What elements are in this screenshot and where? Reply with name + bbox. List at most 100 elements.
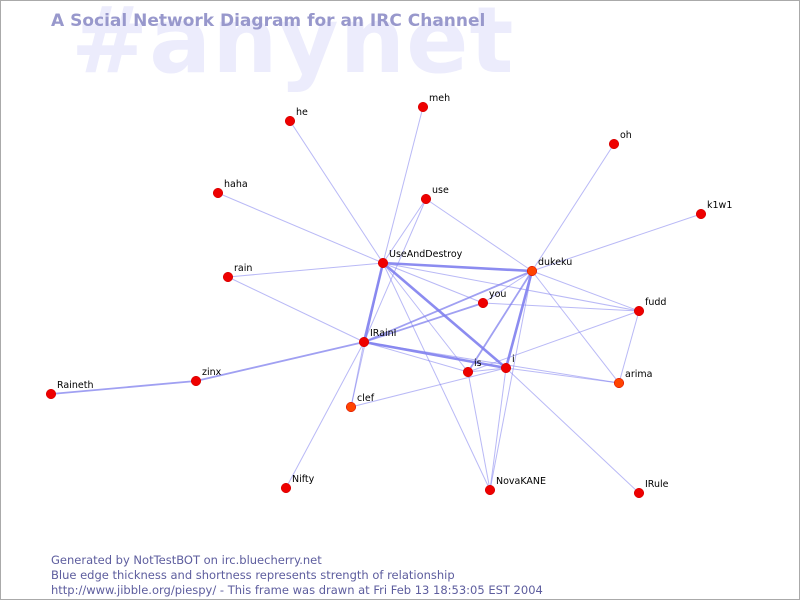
node-label: meh xyxy=(429,93,450,104)
edge-dukeku-you xyxy=(482,270,533,304)
edge-oh-dukeku xyxy=(531,143,615,272)
node-NovaKANE: NovaKANE xyxy=(484,476,546,496)
node-label: is xyxy=(474,358,482,369)
node-dot xyxy=(417,101,429,113)
edge-you-fudd xyxy=(482,302,640,312)
edge-layer xyxy=(50,106,702,494)
edge-UseAndDestroy-dukeku xyxy=(382,261,533,273)
node-label: oh xyxy=(620,130,632,141)
node-dot xyxy=(477,297,489,309)
edge-is-NovaKANE xyxy=(467,371,491,491)
edge-IRainI-zinx xyxy=(195,341,365,382)
node-clef: clef xyxy=(345,393,375,413)
node-dot xyxy=(462,366,474,378)
edge-i-is xyxy=(467,367,507,373)
node-label: k1w1 xyxy=(707,200,732,211)
edge-UseAndDestroy-rain xyxy=(227,262,384,278)
node-label: Nifty xyxy=(292,474,315,485)
node-label: dukeku xyxy=(538,257,572,268)
node-IRule: IRule xyxy=(633,479,669,499)
node-dot xyxy=(633,487,645,499)
node-label: IRule xyxy=(645,479,669,490)
edge-dukeku-arima xyxy=(531,270,620,384)
node-label: rain xyxy=(234,263,252,274)
node-label: haha xyxy=(224,179,248,190)
edge-UseAndDestroy-meh xyxy=(382,106,424,264)
node-oh: oh xyxy=(608,130,632,150)
edge-IRainI-Nifty xyxy=(285,341,365,489)
node-label: i xyxy=(512,354,515,365)
node-zinx: zinx xyxy=(190,367,222,387)
edge-IRainI-i xyxy=(363,340,507,370)
footer-caption: Generated by NotTestBOT on irc.bluecherr… xyxy=(51,553,543,598)
node-label: UseAndDestroy xyxy=(389,249,463,260)
edge-fudd-is xyxy=(467,310,640,373)
edge-fudd-arima xyxy=(618,310,640,384)
edge-zinx-Raineth xyxy=(50,380,197,395)
node-dot xyxy=(212,187,224,199)
node-label: you xyxy=(489,289,506,300)
node-label: fudd xyxy=(645,297,666,308)
node-haha: haha xyxy=(212,179,248,199)
edge-rain-IRainI xyxy=(227,276,365,343)
node-dot xyxy=(284,115,296,127)
footer-line-generated: Generated by NotTestBOT on irc.bluecherr… xyxy=(51,553,322,567)
edge-UseAndDestroy-haha xyxy=(217,192,384,264)
edge-use-IRainI xyxy=(363,198,427,343)
diagram-title: A Social Network Diagram for an IRC Chan… xyxy=(51,11,486,31)
edge-UseAndDestroy-use xyxy=(382,198,427,264)
footer-line-legend: Blue edge thickness and shortness repres… xyxy=(51,568,455,582)
edge-UseAndDestroy-fudd xyxy=(382,262,640,312)
node-dot xyxy=(377,257,389,269)
node-label: zinx xyxy=(202,367,222,378)
node-rain: rain xyxy=(222,263,252,283)
edge-dukeku-fudd xyxy=(531,270,640,312)
footer-line-url: http://www.jibble.org/piespy/ - This fra… xyxy=(51,583,543,597)
node-dot xyxy=(190,375,202,387)
node-dot xyxy=(633,305,645,317)
node-dot xyxy=(45,388,57,400)
edge-UseAndDestroy-he xyxy=(289,120,384,264)
node-dot xyxy=(526,265,538,277)
node-he: he xyxy=(284,107,308,127)
node-you: you xyxy=(477,289,506,309)
edge-UseAndDestroy-NovaKANE xyxy=(382,262,491,491)
node-arima: arima xyxy=(613,369,652,389)
node-Nifty: Nifty xyxy=(280,474,315,494)
edge-i-NovaKANE xyxy=(489,367,507,491)
edge-IRainI-arima xyxy=(363,341,620,384)
edge-IRainI-clef xyxy=(350,341,365,408)
node-dot xyxy=(695,208,707,220)
edge-dukeku-IRainI xyxy=(363,270,533,343)
node-label: arima xyxy=(625,369,652,380)
node-dot xyxy=(420,193,432,205)
node-label: he xyxy=(296,107,308,118)
node-meh: meh xyxy=(417,93,450,113)
node-dot xyxy=(358,336,370,348)
edge-IRainI-is xyxy=(363,341,469,373)
node-UseAndDestroy: UseAndDestroy xyxy=(377,249,463,269)
node-dot xyxy=(345,401,357,413)
node-use: use xyxy=(420,185,449,205)
edge-UseAndDestroy-you xyxy=(382,262,484,304)
node-i: i xyxy=(500,354,515,374)
edge-IRainI-you xyxy=(363,302,484,343)
node-dot xyxy=(500,362,512,374)
node-k1w1: k1w1 xyxy=(695,200,732,220)
node-fudd: fudd xyxy=(633,297,666,317)
node-dot xyxy=(280,482,292,494)
node-dot xyxy=(222,271,234,283)
edge-i-clef xyxy=(350,367,507,408)
node-dot xyxy=(608,138,620,150)
edge-dukeku-NovaKANE xyxy=(489,270,533,491)
node-is: is xyxy=(462,358,482,378)
node-label: clef xyxy=(357,393,375,404)
node-dot xyxy=(613,377,625,389)
node-label: Raineth xyxy=(57,380,93,391)
node-IRainI: IRainI xyxy=(358,328,396,348)
node-label: NovaKANE xyxy=(496,476,546,487)
edge-UseAndDestroy-is xyxy=(382,262,469,373)
